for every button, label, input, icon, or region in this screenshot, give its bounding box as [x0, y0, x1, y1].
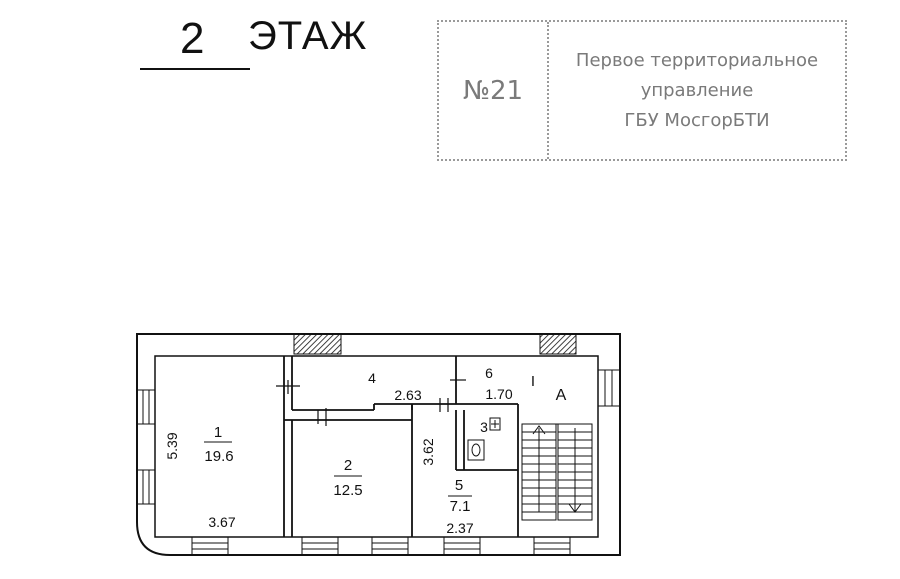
room1-height-dim: 5.39 — [164, 432, 180, 459]
window-left-upper — [136, 389, 156, 425]
room6-number: 6 — [485, 365, 493, 381]
room2-number: 2 — [344, 457, 352, 474]
room4-number: 4 — [368, 370, 376, 386]
room1-area: 19.6 — [204, 448, 233, 465]
window-bottom-1 — [191, 536, 229, 556]
window-right — [597, 369, 621, 407]
staircase — [521, 423, 593, 521]
vent-block-right — [539, 333, 577, 355]
window-left-lower — [136, 469, 156, 505]
room1-number: 1 — [214, 424, 222, 441]
room5-height-dim: 3.62 — [420, 438, 436, 465]
room6-dim: 1.70 — [485, 386, 512, 402]
window-bottom-4 — [443, 536, 481, 556]
stamp-organization: Первое территориальное управление ГБУ Мо… — [549, 46, 845, 136]
internal-walls — [283, 356, 519, 537]
stair-letter: A — [556, 387, 567, 404]
toilet-fixture — [467, 417, 501, 461]
window-bottom-2 — [301, 536, 339, 556]
room3-number: 3 — [480, 419, 488, 435]
stamp-line-3: ГБУ МосгорБТИ — [624, 110, 770, 131]
room2-area: 12.5 — [333, 482, 362, 499]
room5-number: 5 — [455, 477, 463, 494]
stamp-line-2: управление — [640, 80, 754, 101]
floor-number-field: 2 — [140, 8, 250, 70]
stamp-line-1: Первое территориальное — [575, 50, 819, 71]
window-bottom-3 — [371, 536, 409, 556]
vent-block-left — [293, 333, 342, 355]
room5-area: 7.1 — [450, 498, 471, 515]
room1-width-dim: 3.67 — [208, 514, 235, 530]
room4-dim: 2.63 — [394, 387, 421, 403]
bti-stamp: №21 Первое территориальное управление ГБ… — [437, 20, 847, 161]
floor-number: 2 — [180, 14, 205, 63]
floor-label: ЭТАЖ — [248, 14, 368, 58]
section-roman-numeral: I — [531, 373, 535, 390]
door-marks — [276, 379, 466, 426]
stamp-divider — [547, 22, 549, 159]
window-bottom-5 — [533, 536, 571, 556]
room5-width-dim: 2.37 — [446, 520, 473, 536]
stamp-number: №21 — [462, 75, 524, 106]
